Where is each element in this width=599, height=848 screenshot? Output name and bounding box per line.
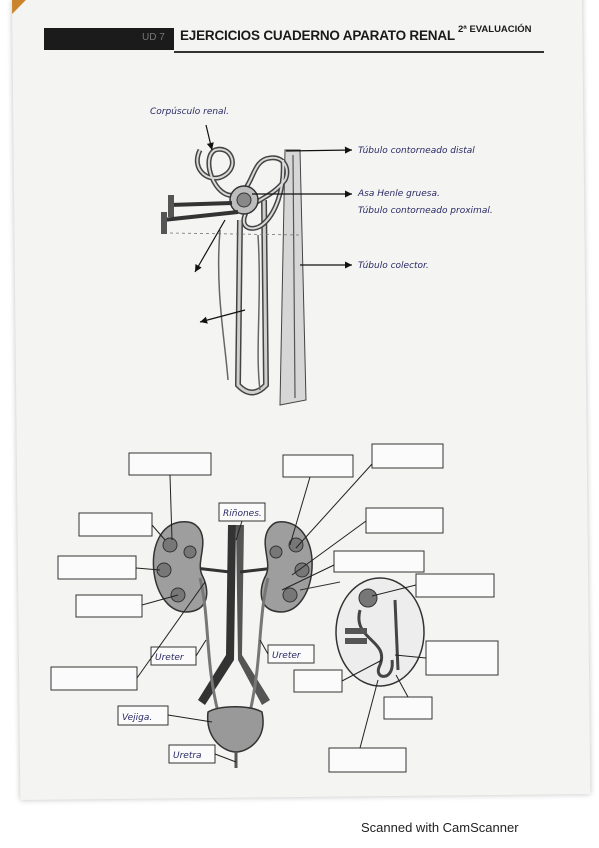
label-ureter-left: Ureter (155, 653, 185, 663)
vena-cava (236, 525, 270, 705)
label-asa-henle: Asa Henle gruesa. (357, 189, 440, 199)
scanner-watermark: Scanned with CamScanner (361, 820, 519, 835)
label-tubulo-distal: Túbulo contorneado distal (358, 146, 475, 156)
glomerulus-core (236, 192, 252, 208)
answer-box-7[interactable] (333, 550, 425, 573)
answer-box-13[interactable] (383, 696, 433, 720)
zoom-link-line (299, 581, 341, 591)
label-uretra: Uretra (173, 751, 202, 761)
right-kidney-pyramid-1 (288, 537, 304, 553)
answer-box-2[interactable] (282, 454, 354, 478)
left-kidney-pyramid-4 (183, 545, 197, 559)
label-rinones: Riñones. (223, 509, 262, 519)
label-tubulo-colector: Túbulo colector. (358, 261, 429, 271)
afferent-arteriole (169, 201, 233, 207)
unit-label: UD 7 (142, 32, 165, 43)
label-corpusculo: Corpúsculo renal. (150, 107, 229, 117)
arteriole-end-2 (161, 212, 167, 234)
answer-box-14[interactable] (328, 747, 407, 773)
nephron-diagram: Corpúsculo renal. Túbulo contorneado dis… (150, 107, 493, 406)
zoom-vessel-2 (345, 638, 367, 644)
answer-box-1[interactable] (128, 452, 212, 476)
leader-lines (135, 463, 427, 763)
header-underline (174, 51, 544, 53)
arrow-distal (285, 146, 353, 154)
arrow-unlabeled-1 (194, 219, 226, 273)
right-kidney-pyramid-3 (282, 587, 298, 603)
bladder (207, 706, 264, 753)
label-tubulo-proximal: Túbulo contorneado proximal. (358, 206, 493, 216)
convoluted-tubules-lumen (196, 148, 288, 230)
efferent-arteriole (162, 210, 239, 222)
header-bar (44, 28, 174, 50)
left-ureter (198, 577, 220, 713)
right-kidney-pyramid-2 (294, 562, 310, 578)
answer-box-9[interactable] (415, 573, 495, 598)
cortex-medulla-line (169, 232, 301, 236)
zoom-glomerulus (358, 588, 378, 608)
answer-box-11[interactable] (50, 666, 138, 691)
label-vejiga: Vejiga. (122, 713, 152, 723)
left-kidney-pyramid-1 (162, 537, 178, 553)
peritubular-capillary (217, 229, 261, 391)
urinary-system-diagram: Riñones. Ureter Ureter Vejiga. Uretra (50, 443, 499, 773)
right-kidney-pyramid-4 (269, 545, 283, 559)
answer-box-5[interactable] (365, 507, 444, 534)
arteriole-end (168, 195, 174, 217)
nephron-zoom-circle (335, 577, 425, 687)
evaluation-label: 2ª EVALUACIÓN (458, 24, 532, 35)
label-ureter-right: Ureter (272, 651, 302, 661)
loop-of-henle-lumen (236, 199, 268, 394)
answer-box-3[interactable] (371, 443, 444, 469)
answer-box-10[interactable] (425, 640, 499, 676)
collecting-duct-lumen (292, 154, 296, 399)
right-ureter (248, 577, 270, 713)
answer-box-4[interactable] (78, 512, 153, 537)
answer-box-8[interactable] (75, 594, 143, 618)
answer-box-6[interactable] (57, 555, 137, 580)
collecting-duct-shape (279, 149, 307, 406)
arrow-unlabeled-2 (199, 309, 246, 324)
worksheet-title: EJERCICIOS CUADERNO APARATO RENAL (180, 28, 455, 43)
arrow-corpusculo (205, 124, 214, 151)
zoom-vessel-1 (345, 628, 367, 634)
worksheet-header: UD 7 EJERCICIOS CUADERNO APARATO RENAL 2… (44, 18, 544, 53)
answer-box-12[interactable] (293, 669, 343, 693)
aorta-left-branch (198, 525, 236, 705)
